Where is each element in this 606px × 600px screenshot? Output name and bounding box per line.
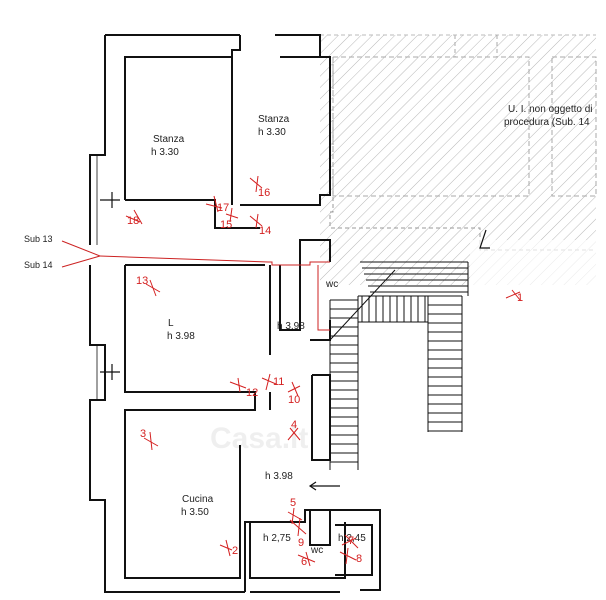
room-height-cucina: h 3.50 xyxy=(181,507,209,518)
small-room-height: h 2,75 xyxy=(263,533,291,544)
excluded-unit-line2: procedura (Sub. 14 xyxy=(504,117,590,128)
marker-1: 1 xyxy=(517,292,523,304)
excluded-unit-line1: U. I. non oggetto di xyxy=(508,104,593,115)
stair-step xyxy=(329,269,396,341)
marker-13: 13 xyxy=(136,275,148,287)
marker-4: 4 xyxy=(291,419,297,431)
wc-top-label: wc xyxy=(325,279,338,290)
marker-3: 3 xyxy=(140,428,146,440)
room-labels: Stanza h 3.30 Stanza h 3.30 U. I. non og… xyxy=(151,104,593,556)
room-name-stanza-left: Stanza xyxy=(153,134,185,145)
marker-12: 12 xyxy=(246,387,258,399)
corridor-top-height: h 3.98 xyxy=(277,321,305,332)
outer-walls xyxy=(89,34,381,593)
stair-arrow xyxy=(308,229,490,491)
room-height-stanza-left: h 3.30 xyxy=(151,147,179,158)
marker-15: 15 xyxy=(220,219,232,231)
wc-bottom-label: wc xyxy=(310,545,323,556)
marker-7: 7 xyxy=(348,535,354,547)
sub13-label: Sub 13 xyxy=(24,234,53,244)
room-name-stanza-right: Stanza xyxy=(258,114,290,125)
sub14-label: Sub 14 xyxy=(24,260,53,270)
corridor-bottom-height: h 3.98 xyxy=(265,471,293,482)
windows xyxy=(96,155,120,400)
sub-boundary-lines xyxy=(61,240,330,331)
watermark: Casa.it xyxy=(210,422,308,455)
marker-16: 16 xyxy=(258,187,270,199)
marker-8: 8 xyxy=(356,553,362,565)
sub-labels: Sub 13 Sub 14 xyxy=(24,234,53,270)
marker-11: 11 xyxy=(273,376,284,388)
bath-right-height: h 2,45 xyxy=(338,533,366,544)
marker-2: 2 xyxy=(232,545,238,557)
room-height-living: h 3.98 xyxy=(167,331,195,342)
marker-14: 14 xyxy=(259,225,271,237)
room-height-stanza-right: h 3.30 xyxy=(258,127,286,138)
marker-6: 6 xyxy=(301,556,307,568)
marker-18: 18 xyxy=(127,215,139,227)
room-name-cucina: Cucina xyxy=(182,494,214,505)
marker-5: 5 xyxy=(290,497,296,509)
staircase xyxy=(329,261,469,470)
excluded-unit-area xyxy=(320,34,597,285)
photo-marker-numbers: 1 2 3 4 5 6 7 8 9 10 11 12 13 14 15 16 1… xyxy=(127,187,523,568)
marker-17: 17 xyxy=(217,202,229,214)
room-name-living: L xyxy=(168,318,174,329)
marker-9: 9 xyxy=(298,537,304,549)
marker-10: 10 xyxy=(288,394,300,406)
photo-markers xyxy=(125,175,521,567)
